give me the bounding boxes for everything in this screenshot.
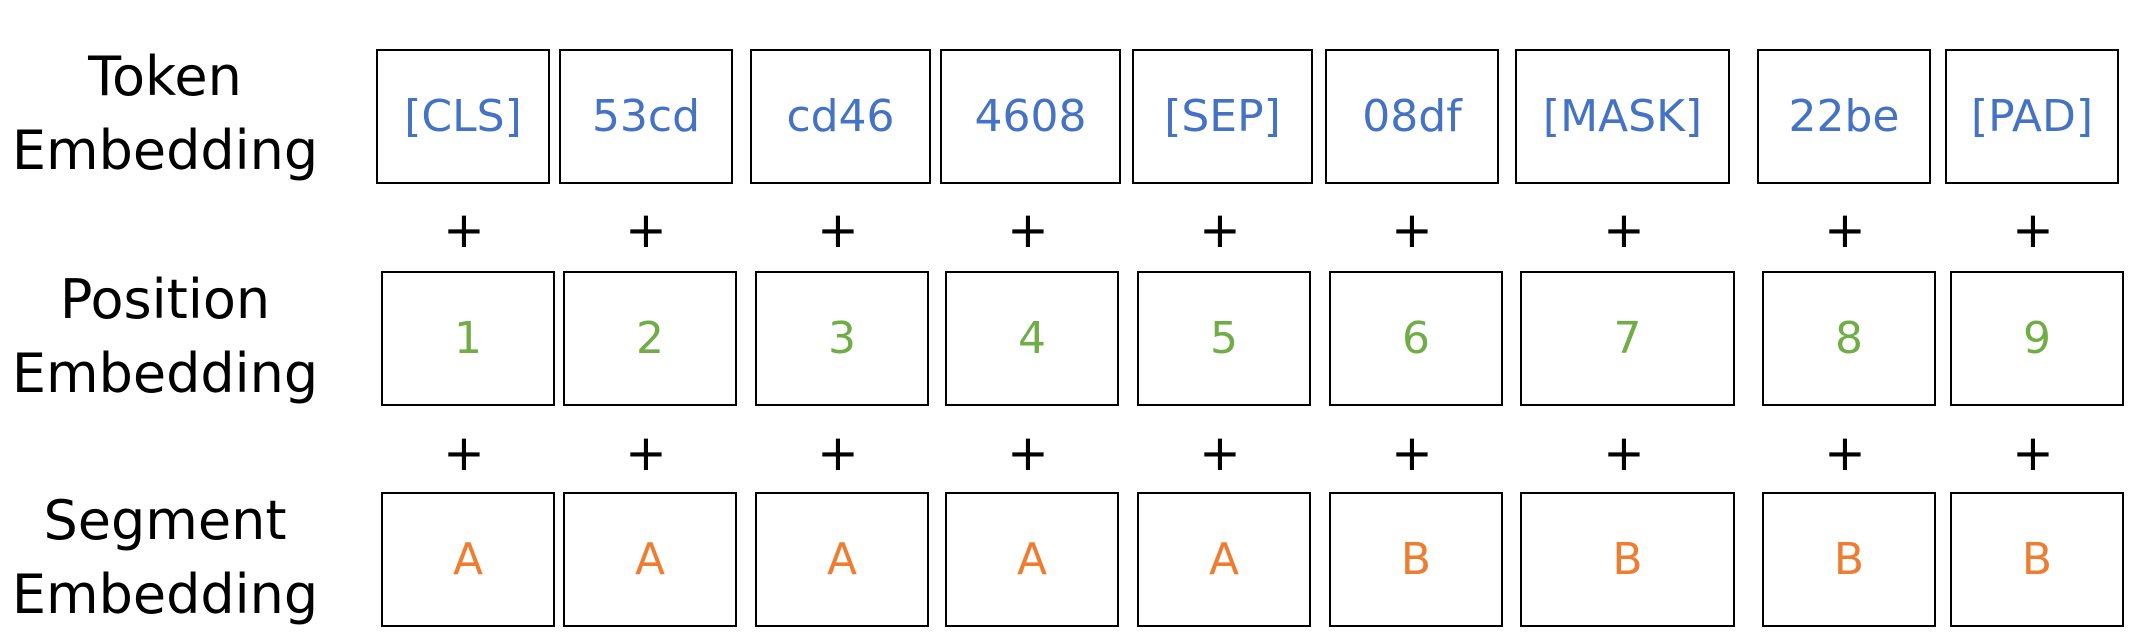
segment-cell-2: A [563,492,737,627]
plus-sign: + [1199,424,1241,482]
plus-sign: + [2012,424,2054,482]
position-cell-2: 2 [563,271,737,406]
position-cell-5: 5 [1137,271,1311,406]
plus-sign: + [1603,201,1645,259]
plus-sign: + [1391,424,1433,482]
position-cell-6: 6 [1329,271,1503,406]
token-cell-3: cd46 [750,49,931,184]
plus-sign: + [1824,424,1866,482]
position-label-line2: Embedding [11,342,319,405]
plus-sign: + [1007,424,1049,482]
position-cell-8: 8 [1762,271,1936,406]
token-label-line1: Token [88,45,242,108]
segment-cell-5: A [1137,492,1311,627]
plus-sign: + [443,424,485,482]
segment-label-line1: Segment [43,489,287,552]
plus-sign: + [817,201,859,259]
segment-cell-6: B [1329,492,1503,627]
plus-sign: + [817,424,859,482]
segment-cell-4: A [945,492,1119,627]
plus-sign: + [1007,201,1049,259]
segment-cell-8: B [1762,492,1936,627]
position-cell-1: 1 [381,271,555,406]
plus-sign: + [1199,201,1241,259]
segment-cell-7: B [1520,492,1735,627]
segment-label-line2: Embedding [11,563,319,626]
plus-sign: + [625,201,667,259]
plus-sign: + [1824,201,1866,259]
position-cell-9: 9 [1950,271,2124,406]
position-cell-7: 7 [1520,271,1735,406]
plus-sign: + [443,201,485,259]
position-label-line1: Position [59,268,271,331]
plus-sign: + [1603,424,1645,482]
token-cell-2: 53cd [559,49,733,184]
segment-cell-3: A [755,492,929,627]
segment-cell-1: A [381,492,555,627]
token-cell-9: [PAD] [1945,49,2119,184]
token-cell-7: [MASK] [1515,49,1730,184]
segment-cell-9: B [1950,492,2124,627]
position-cell-4: 4 [945,271,1119,406]
token-cell-5: [SEP] [1132,49,1313,184]
token-cell-8: 22be [1757,49,1931,184]
token-cell-6: 08df [1325,49,1499,184]
position-cell-3: 3 [755,271,929,406]
plus-sign: + [2012,201,2054,259]
token-cell-4: 4608 [940,49,1121,184]
token-cell-1: [CLS] [376,49,550,184]
plus-sign: + [625,424,667,482]
plus-sign: + [1391,201,1433,259]
token-label-line2: Embedding [11,119,319,182]
